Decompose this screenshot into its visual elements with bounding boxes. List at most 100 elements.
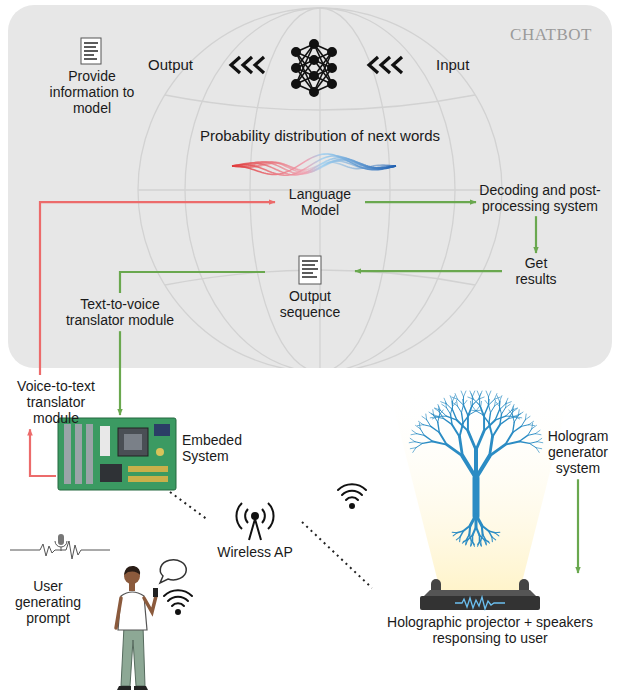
- hologram-tree: [463, 526, 470, 532]
- hologram-tree: [537, 442, 543, 443]
- hologram-tree: [519, 442, 529, 444]
- globe-lines: [185, 8, 455, 368]
- speech-bubble: [160, 560, 186, 583]
- hologram-tree: [509, 410, 512, 415]
- circuit-board: [100, 464, 122, 482]
- hologram-tree: [496, 402, 499, 407]
- hologram-tree: [464, 391, 466, 397]
- hologram-tree: [535, 430, 540, 433]
- hologram-tree: [467, 416, 469, 431]
- holographic-projector: [420, 596, 540, 610]
- neural-net-icon: [328, 80, 336, 88]
- hologram-tree: [481, 407, 483, 415]
- hologram-tree: [420, 429, 424, 436]
- chevron-arrows: [369, 57, 378, 73]
- neural-net-icon: [310, 88, 318, 96]
- user-figure: [124, 566, 140, 575]
- hologram-tree: [423, 442, 433, 444]
- hologram-tree: [495, 533, 499, 536]
- hologram-tree: [489, 413, 491, 423]
- chevron-arrows: [255, 57, 264, 73]
- label-text: Output: [148, 56, 193, 73]
- hologram-tree: [505, 442, 519, 445]
- circuit-board: [128, 466, 168, 472]
- hologram-tree: [425, 414, 427, 420]
- hologram-tree: [499, 401, 501, 407]
- document-lines: [84, 58, 97, 60]
- globe-lines: [165, 95, 475, 110]
- hologram-tree: [451, 414, 453, 424]
- chevron-arrows: [393, 57, 402, 73]
- hologram-tree: [495, 403, 500, 406]
- hologram-tree: [468, 431, 476, 450]
- user-figure: [144, 596, 156, 612]
- node-text: Voice-to-text translator module: [6, 378, 106, 426]
- hologram-tree: [438, 415, 440, 423]
- wireless-ap-icon: [262, 509, 265, 523]
- node-text: CHATBOT: [510, 25, 592, 45]
- node-text: Get results: [505, 255, 567, 287]
- circuit-board: [86, 424, 93, 484]
- hologram-tree: [461, 391, 463, 397]
- document-lines: [84, 50, 98, 52]
- holographic-projector: [519, 579, 529, 589]
- node-text: User generating prompt: [2, 578, 94, 626]
- circuit-board: [118, 428, 148, 456]
- wifi-icon: [172, 603, 184, 606]
- hologram-tree: [483, 415, 489, 423]
- circuit-board: [100, 426, 110, 456]
- hologram-tree: [457, 406, 461, 413]
- hologram-tree: [476, 431, 484, 450]
- hologram-tree: [521, 425, 529, 427]
- user-figure: [129, 583, 135, 591]
- wifi-icon: [338, 484, 366, 490]
- hologram-tree: [537, 438, 542, 441]
- wifi-icon: [164, 484, 366, 614]
- wifi-icon: [164, 590, 192, 596]
- wireless-ap-icon: [236, 503, 242, 529]
- user-figure: [116, 598, 121, 628]
- hologram-tree: [481, 526, 484, 535]
- holographic-projector: [420, 579, 540, 610]
- text-node: User generating prompt: [2, 578, 94, 626]
- document-icon: [81, 38, 321, 284]
- hologram-tree: [489, 405, 491, 413]
- hologram-tree: [500, 407, 502, 415]
- hologram-tree: [471, 394, 473, 400]
- free-label: Input: [436, 56, 469, 73]
- hologram-tree: [473, 478, 480, 516]
- hologram-tree: [525, 416, 530, 419]
- hologram-tree: [479, 397, 480, 405]
- hologram-tree: [476, 456, 490, 478]
- hologram-tree: [519, 435, 528, 441]
- globe-lines: [138, 8, 502, 368]
- flow-arrow: [355, 270, 502, 272]
- hologram-tree: [508, 417, 516, 419]
- hologram-tree: [453, 410, 457, 420]
- text-node: Decoding and post-processing system: [479, 182, 601, 214]
- circuit-board: [154, 424, 170, 436]
- chevron-arrows: [243, 57, 252, 73]
- hologram-tree: [480, 391, 482, 397]
- wifi-icon: [168, 597, 188, 601]
- flow-arrow: [120, 272, 265, 293]
- hologram-tree: [491, 537, 493, 542]
- document-lines: [302, 260, 318, 262]
- hologram-tree: [512, 415, 514, 423]
- hologram-tree: [479, 535, 480, 542]
- hologram-light: [388, 385, 572, 590]
- hologram-tree: [462, 540, 466, 543]
- hologram-tree: [457, 531, 463, 533]
- user-figure: [116, 566, 158, 690]
- flow-arrow: [40, 202, 275, 375]
- user-figure: [153, 588, 158, 597]
- hologram-tree: [471, 541, 474, 545]
- chevron-arrows: [231, 57, 240, 73]
- text-node: Language Model: [278, 186, 362, 218]
- hologram-tree: [466, 534, 469, 540]
- text-node: Hologram generator system: [545, 428, 611, 476]
- hologram-tree: [513, 426, 522, 432]
- hologram-tree: [514, 415, 518, 422]
- wireless-ap-icon: [236, 503, 273, 540]
- hologram-tree: [472, 399, 478, 405]
